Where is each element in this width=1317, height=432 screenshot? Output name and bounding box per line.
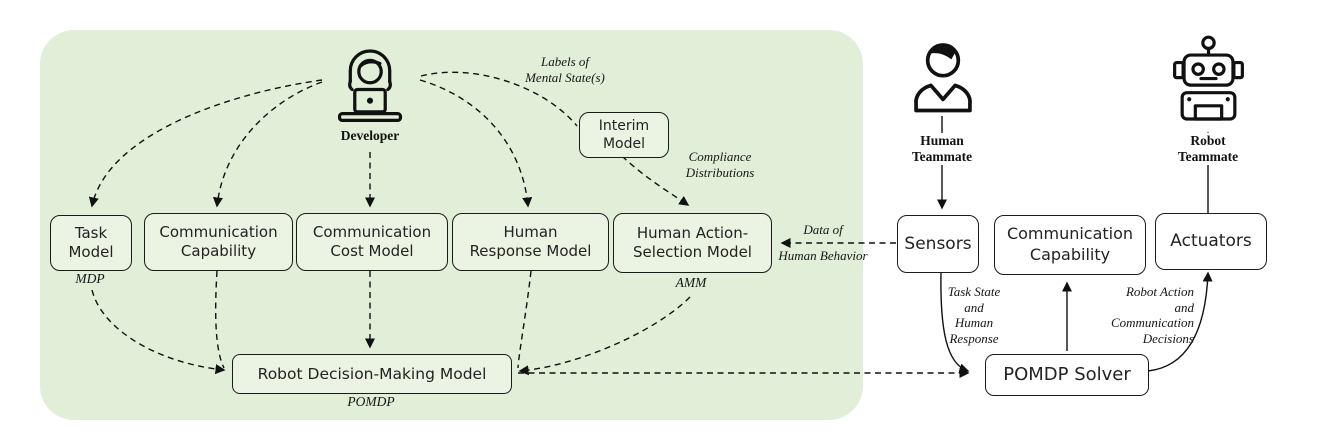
rdm-box: Robot Decision-Making Model	[232, 354, 512, 394]
interim-model-line1: Interim	[598, 117, 650, 134]
human-teammate-label: Human Teammate	[892, 133, 992, 165]
comm-capability-online-line2: Capability	[1029, 245, 1111, 264]
rdm-tag: POMDP	[347, 394, 395, 409]
comm-capability-line1: Communication	[159, 222, 278, 241]
edge-developer-interim-model	[420, 71, 578, 127]
human-label-line2: Teammate	[911, 148, 973, 164]
human-action-tag: AMM	[675, 275, 707, 290]
human-action-model-box: Human Action- Selection Model	[613, 213, 772, 273]
note-task-state-line4: Response	[949, 330, 999, 346]
human-action-line1: Human Action-	[636, 223, 749, 242]
comm-capability-model-box: Communication Capability	[144, 213, 293, 271]
robot-teammate-label: Robot Teammate	[1158, 133, 1258, 165]
note-labels-mental-state: Labels of Mental State(s)	[504, 54, 626, 86]
robot-label-line1: Robot	[1190, 133, 1226, 148]
edge-developer-human-response	[419, 79, 533, 208]
edge-interim-human-action	[621, 155, 690, 206]
sensors-box: Sensors	[897, 215, 979, 273]
note-human-behavior: Human Behavior	[778, 248, 868, 263]
human-teammate-icon	[904, 38, 982, 118]
edge-developer-task-model	[88, 79, 323, 208]
note-labels-line1: Labels of	[540, 54, 590, 69]
human-action-line2: Selection Model	[633, 243, 752, 261]
actuators-box: Actuators	[1155, 213, 1267, 270]
actuators-label: Actuators	[1170, 231, 1252, 252]
edge-sensors-solver	[940, 271, 970, 374]
note-robot-action-line3: Communication	[1110, 315, 1194, 331]
note-robot-action-line1: Robot Action	[1125, 284, 1194, 299]
note-task-state-line1: Task State	[947, 284, 1001, 299]
note-compliance-line1: Compliance	[688, 149, 752, 164]
note-robot-action: Robot Action and Communication Decisions	[1090, 284, 1194, 346]
note-task-state-line3: Human	[954, 315, 994, 331]
task-model-tag: MDP	[75, 271, 105, 286]
note-task-state: Task State and Human Response	[928, 284, 1020, 346]
developer-label: Developer	[340, 128, 400, 143]
edge-human-action-rdm	[518, 296, 691, 376]
human-response-model-box: Human Response Model	[452, 213, 609, 271]
comm-capability-online-box: Communication Capability	[994, 215, 1146, 275]
note-labels-line2: Mental State(s)	[525, 69, 605, 85]
developer-icon	[327, 40, 413, 130]
human-label-line1: Human	[920, 133, 964, 148]
edge-developer-comm-capability	[212, 81, 323, 208]
robot-teammate-icon	[1169, 33, 1248, 126]
interim-model-line2: Model	[602, 136, 646, 152]
robot-label-line2: Teammate	[1177, 148, 1239, 164]
human-response-line1: Human	[503, 222, 558, 241]
pomdp-solver-box: POMDP Solver	[985, 354, 1149, 396]
sensors-label: Sensors	[904, 233, 972, 254]
note-robot-action-line4: Decisions	[1142, 330, 1194, 346]
comm-cost-line1: Communication	[312, 222, 432, 241]
comm-capability-line2: Capability	[180, 242, 257, 260]
rdm-label: Robot Decision-Making Model	[257, 364, 487, 383]
task-model-line2: Model	[68, 243, 114, 261]
comm-cost-line2: Cost Model	[330, 242, 414, 260]
note-robot-action-line2: and	[1174, 299, 1195, 315]
task-model-box: Task Model	[50, 215, 132, 271]
pomdp-solver-label: POMDP Solver	[1003, 364, 1131, 386]
interim-model-box: Interim Model	[579, 112, 669, 158]
comm-capability-online-line1: Communication	[1006, 224, 1134, 244]
edge-task-model-rdm	[91, 289, 226, 375]
edge-solver-actuators	[1147, 271, 1213, 372]
human-response-line2: Response Model	[469, 242, 592, 260]
note-compliance: Compliance Distributions	[659, 149, 781, 181]
note-data-of: Data of	[803, 222, 843, 237]
comm-cost-model-box: Communication Cost Model	[296, 213, 448, 271]
edge-human-response-rdm	[517, 270, 532, 369]
task-model-line1: Task	[74, 223, 108, 242]
edge-comm-capability-rdm	[214, 270, 225, 369]
note-compliance-line2: Distributions	[685, 164, 755, 180]
note-task-state-line2: and	[964, 299, 984, 315]
